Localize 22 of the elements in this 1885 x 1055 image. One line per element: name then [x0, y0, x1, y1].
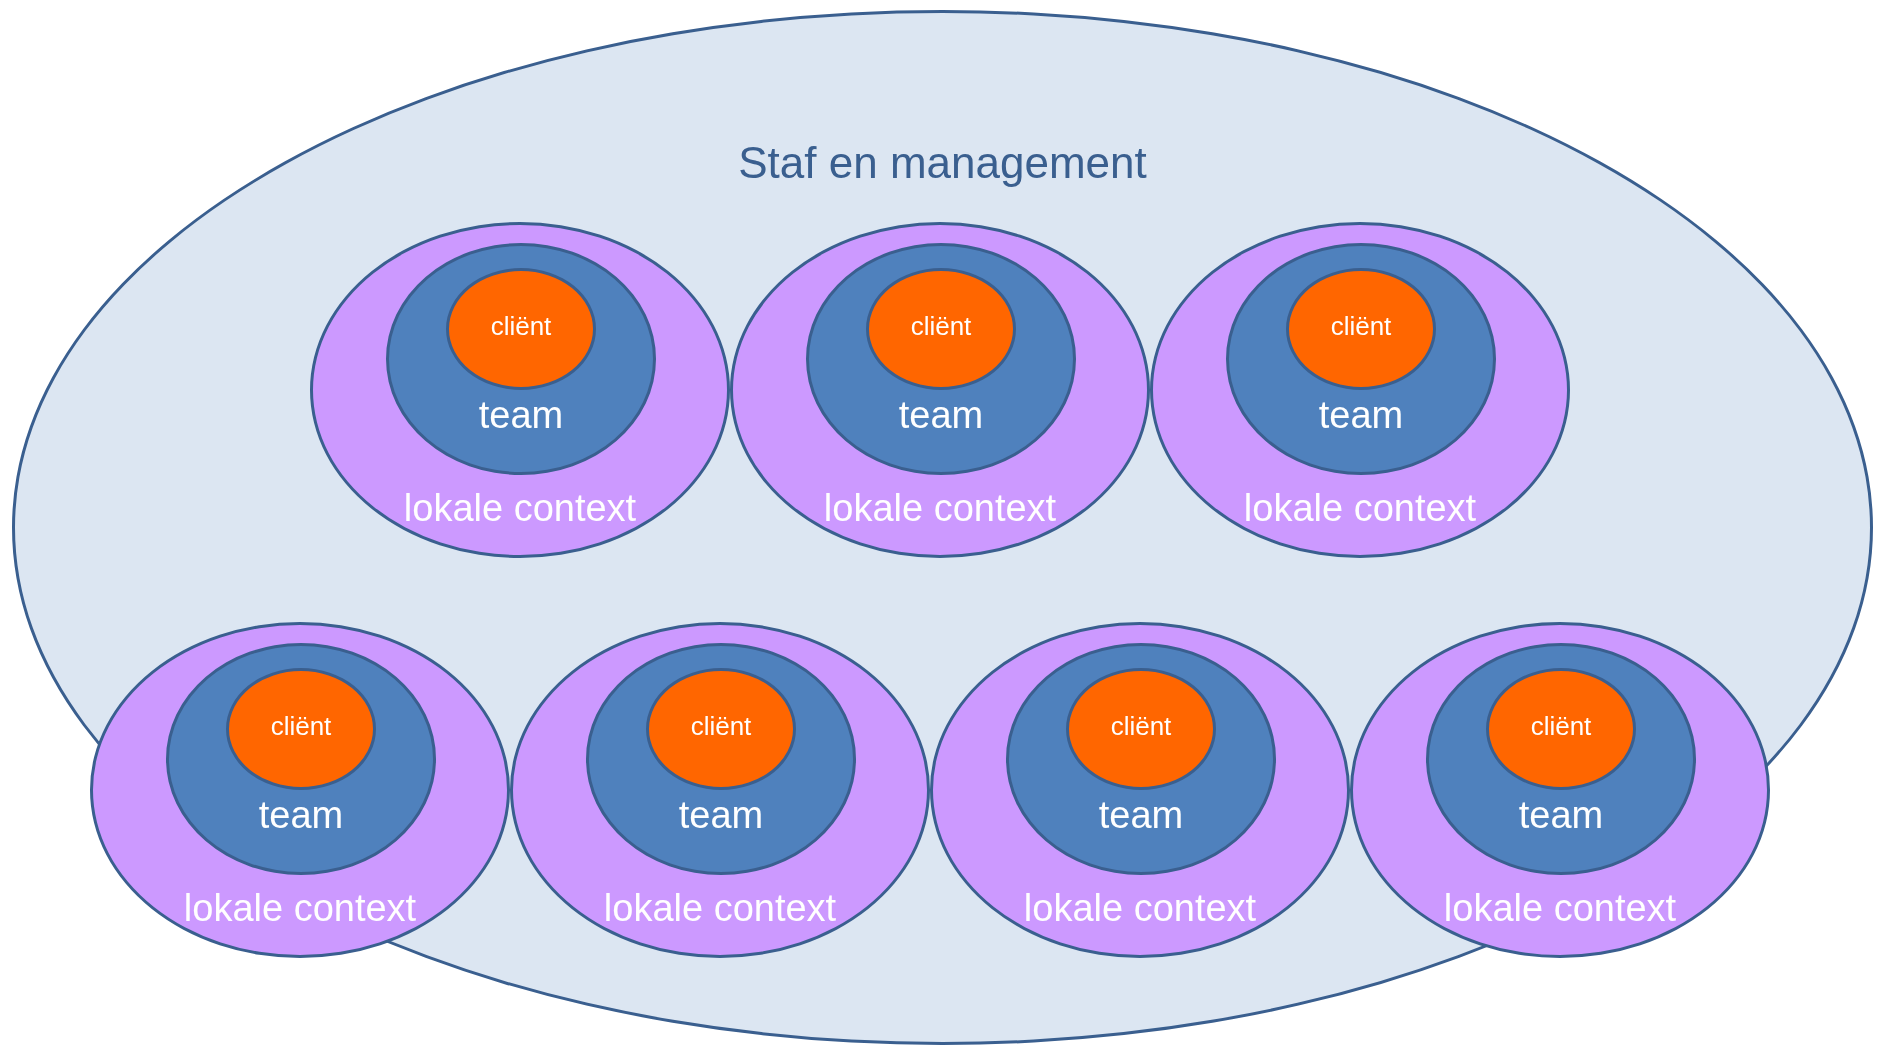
- client-label: cliënt: [1329, 311, 1393, 342]
- context-label: lokale context: [602, 887, 838, 930]
- team-label: team: [897, 394, 985, 437]
- team-label: team: [257, 794, 345, 837]
- team-label: team: [1517, 794, 1605, 837]
- client-label: cliënt: [489, 311, 553, 342]
- team-label: team: [1317, 394, 1405, 437]
- team-label: team: [677, 794, 765, 837]
- client-label: cliënt: [1109, 711, 1173, 742]
- context-label: lokale context: [1442, 887, 1678, 930]
- context-label: lokale context: [182, 887, 418, 930]
- client-label: cliënt: [269, 711, 333, 742]
- client-label: cliënt: [689, 711, 753, 742]
- client-label: cliënt: [1529, 711, 1593, 742]
- context-label: lokale context: [1022, 887, 1258, 930]
- context-label: lokale context: [822, 487, 1058, 530]
- client-label: cliënt: [909, 311, 973, 342]
- team-label: team: [477, 394, 565, 437]
- title-text: Staf en management: [737, 138, 1148, 188]
- team-label: team: [1097, 794, 1185, 837]
- context-label: lokale context: [402, 487, 638, 530]
- context-label: lokale context: [1242, 487, 1478, 530]
